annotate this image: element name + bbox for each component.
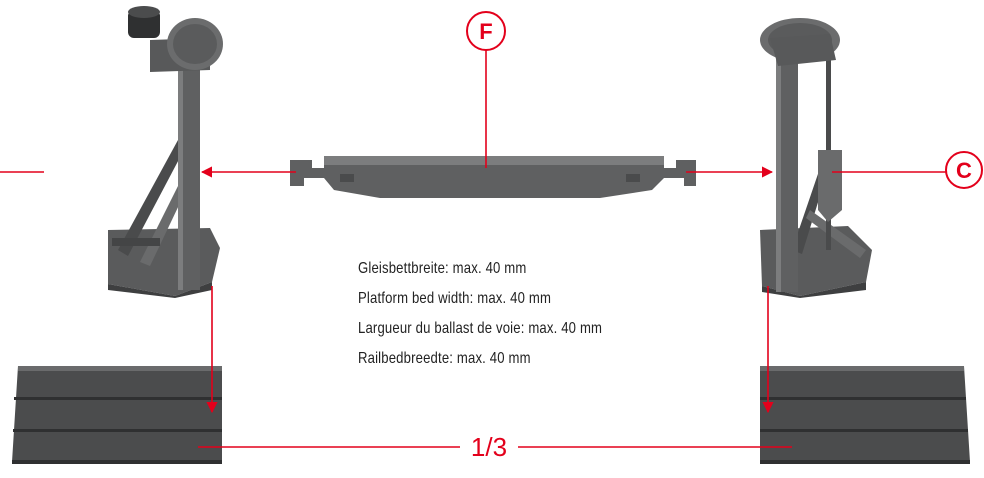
spec-gleisbett: Gleisbettbreite: max. 40 mm <box>358 260 527 277</box>
spec-platform-bed: Platform bed width: max. 40 mm <box>358 290 552 307</box>
right-signal-post <box>760 18 872 298</box>
left-signal-post <box>108 6 223 298</box>
callout-c-label: C <box>956 158 972 183</box>
callout-f: F <box>466 11 506 51</box>
dimension-lines <box>0 50 946 448</box>
callout-c: C <box>945 151 983 189</box>
platform-bridge <box>290 156 696 198</box>
spec-largueur: Largueur du ballast de voie: max. 40 mm <box>358 320 603 337</box>
left-railbed-block <box>12 366 222 464</box>
callout-f-label: F <box>479 19 492 44</box>
fraction-label: 1/3 <box>471 432 507 462</box>
right-railbed-block <box>760 366 970 464</box>
spec-railbed: Railbedbreedte: max. 40 mm <box>358 350 531 367</box>
